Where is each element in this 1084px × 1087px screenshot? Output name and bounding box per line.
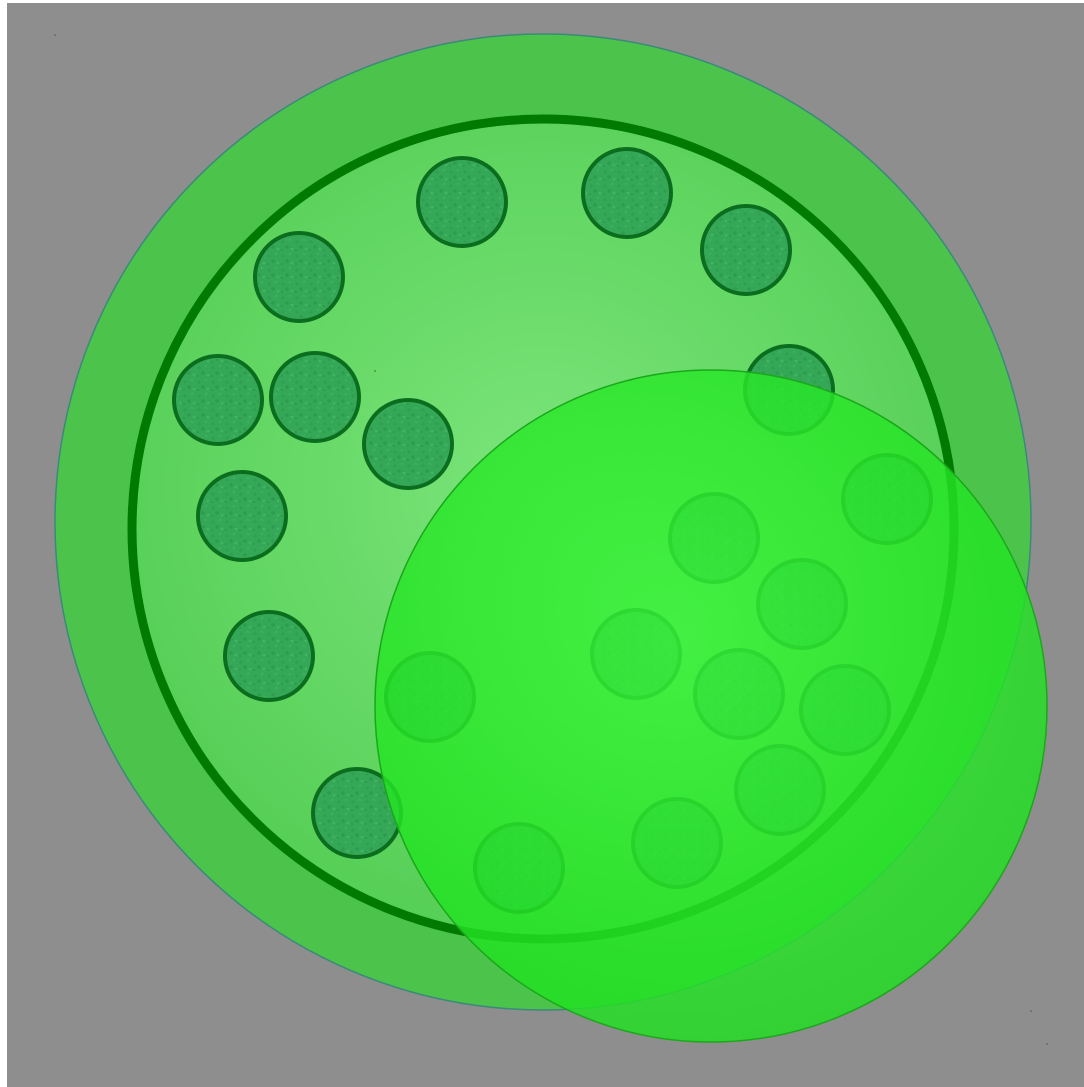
organelle[interactable] [255, 233, 343, 321]
organelle-texture [367, 403, 449, 485]
organelle[interactable] [225, 612, 313, 700]
organelle-texture [228, 615, 310, 697]
organelle[interactable] [418, 158, 506, 246]
speck-mark [374, 370, 376, 372]
organelle[interactable] [198, 472, 286, 560]
organelle-texture [274, 356, 356, 438]
organelle-texture [258, 236, 340, 318]
organelle-texture [586, 152, 668, 234]
organelle[interactable] [364, 400, 452, 488]
organelle[interactable] [271, 353, 359, 441]
overlay-group [375, 370, 1047, 1042]
organelle[interactable] [702, 206, 790, 294]
organelle-texture [421, 161, 503, 243]
speck-mark [1046, 1043, 1048, 1045]
speck-mark [1030, 1010, 1032, 1012]
organelle-texture [201, 475, 283, 557]
organelle[interactable] [583, 149, 671, 237]
organelle-texture [177, 359, 259, 441]
overlay-blob[interactable] [375, 370, 1047, 1042]
speck-mark [54, 34, 56, 36]
organelle[interactable] [174, 356, 262, 444]
organelle-texture [705, 209, 787, 291]
